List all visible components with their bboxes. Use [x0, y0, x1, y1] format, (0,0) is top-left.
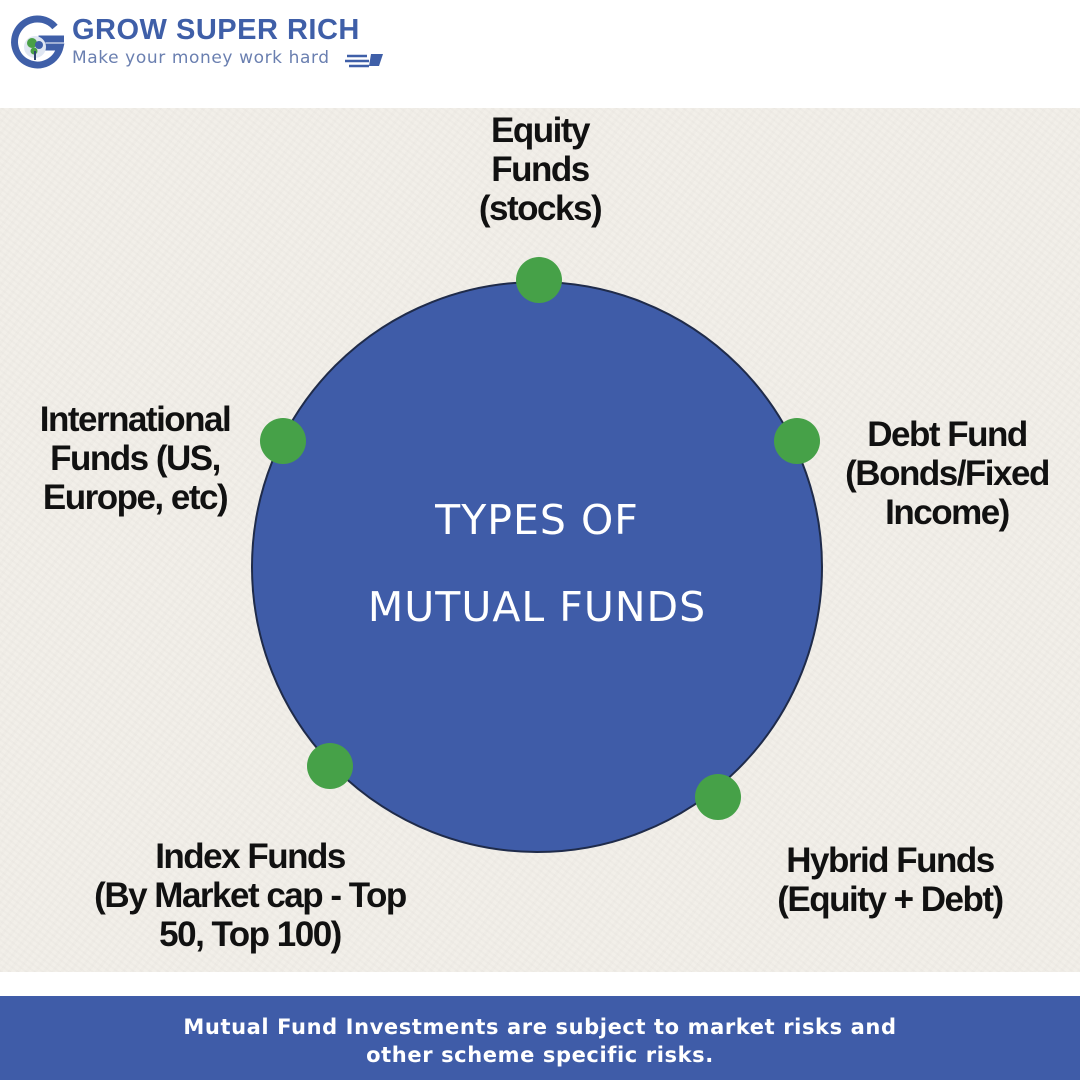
speed-lines-icon — [345, 54, 383, 68]
node-label-line: 50, Top 100) — [159, 915, 342, 954]
node-dot-debt — [774, 418, 820, 464]
footer-bar — [0, 996, 1080, 1080]
node-label-international: International Funds (US, Europe, etc) — [15, 400, 255, 517]
node-label-line: Equity — [491, 111, 590, 150]
disclaimer-line2: other scheme specific risks. — [366, 1043, 714, 1067]
node-label-line: Index Funds — [155, 837, 346, 876]
node-label-line: International — [39, 400, 232, 439]
node-label-line: (Equity + Debt) — [777, 880, 1004, 919]
node-label-line: Funds (US, — [50, 439, 221, 478]
node-label-line: Funds — [491, 150, 590, 189]
disclaimer-line1: Mutual Fund Investments are subject to m… — [183, 1015, 897, 1039]
node-label-line: (By Market cap - Top — [94, 876, 407, 915]
node-dot-equity — [516, 257, 562, 303]
disclaimer-text: Mutual Fund Investments are subject to m… — [0, 1013, 1080, 1069]
brand-tagline: Make your money work hard — [72, 48, 330, 68]
node-label-line: (Bonds/Fixed — [845, 454, 1050, 493]
node-label-index: Index Funds (By Market cap - Top 50, Top… — [70, 837, 430, 954]
node-dot-international — [260, 418, 306, 464]
node-dot-index — [307, 743, 353, 789]
center-title-line1: TYPES OF — [435, 496, 639, 544]
node-dot-hybrid — [695, 774, 741, 820]
node-label-debt: Debt Fund (Bonds/Fixed Income) — [822, 415, 1072, 532]
node-label-line: Income) — [885, 493, 1010, 532]
node-label-equity: Equity Funds (stocks) — [420, 111, 660, 228]
brand-name: GROW SUPER RICH — [72, 14, 360, 46]
node-label-line: Debt Fund — [867, 415, 1028, 454]
node-label-line: Europe, etc) — [42, 478, 229, 517]
center-title-line2: MUTUAL FUNDS — [367, 583, 707, 631]
node-label-hybrid: Hybrid Funds (Equity + Debt) — [750, 841, 1030, 919]
node-label-line: (stocks) — [478, 189, 603, 228]
grow-super-rich-logo-icon — [11, 15, 65, 69]
node-label-line: Hybrid Funds — [786, 841, 995, 880]
